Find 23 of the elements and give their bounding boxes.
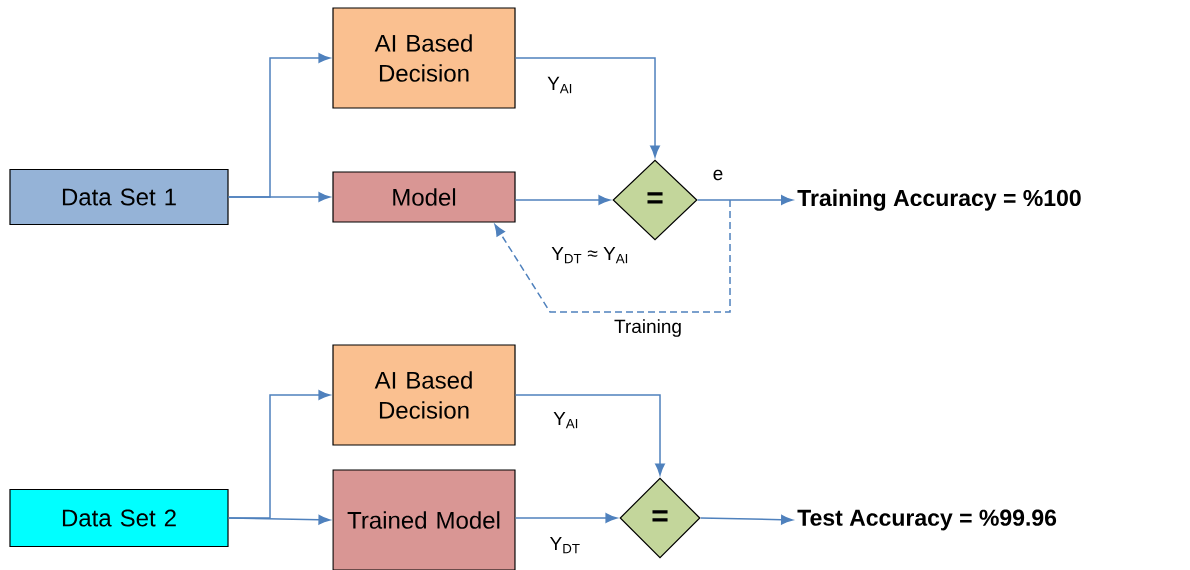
arrow (227, 514, 331, 525)
model-box: Model (332, 171, 516, 223)
arrow (227, 192, 331, 202)
arrow (494, 199, 731, 313)
arrow (514, 394, 665, 476)
edge-label: Y$_{DT}$ (548, 535, 582, 555)
edge-label: e (711, 168, 725, 182)
process-box: AI Based Decision (332, 7, 516, 109)
edge-label: Y$_{AI}$ (552, 410, 580, 430)
data-box: Data Set 1 (9, 168, 229, 226)
model-box: Trained Model (332, 469, 516, 570)
edge-label: Y$_{AI}$ (546, 75, 574, 95)
process-box: AI Based Decision (332, 344, 516, 446)
edge-label: Training (613, 318, 683, 338)
arrow (514, 195, 611, 205)
arrow (514, 513, 618, 523)
edge-label: Y$_{DT}$ ≈ Y$_{AI}$ (550, 245, 630, 265)
result-text: Test Accuracy = %99.96 (797, 509, 1057, 531)
arrow (514, 57, 660, 158)
arrow (696, 195, 793, 205)
arrow (699, 514, 793, 525)
data-box: Data Set 2 (9, 488, 229, 548)
result-text: Training Accuracy = %100 (797, 189, 1081, 211)
